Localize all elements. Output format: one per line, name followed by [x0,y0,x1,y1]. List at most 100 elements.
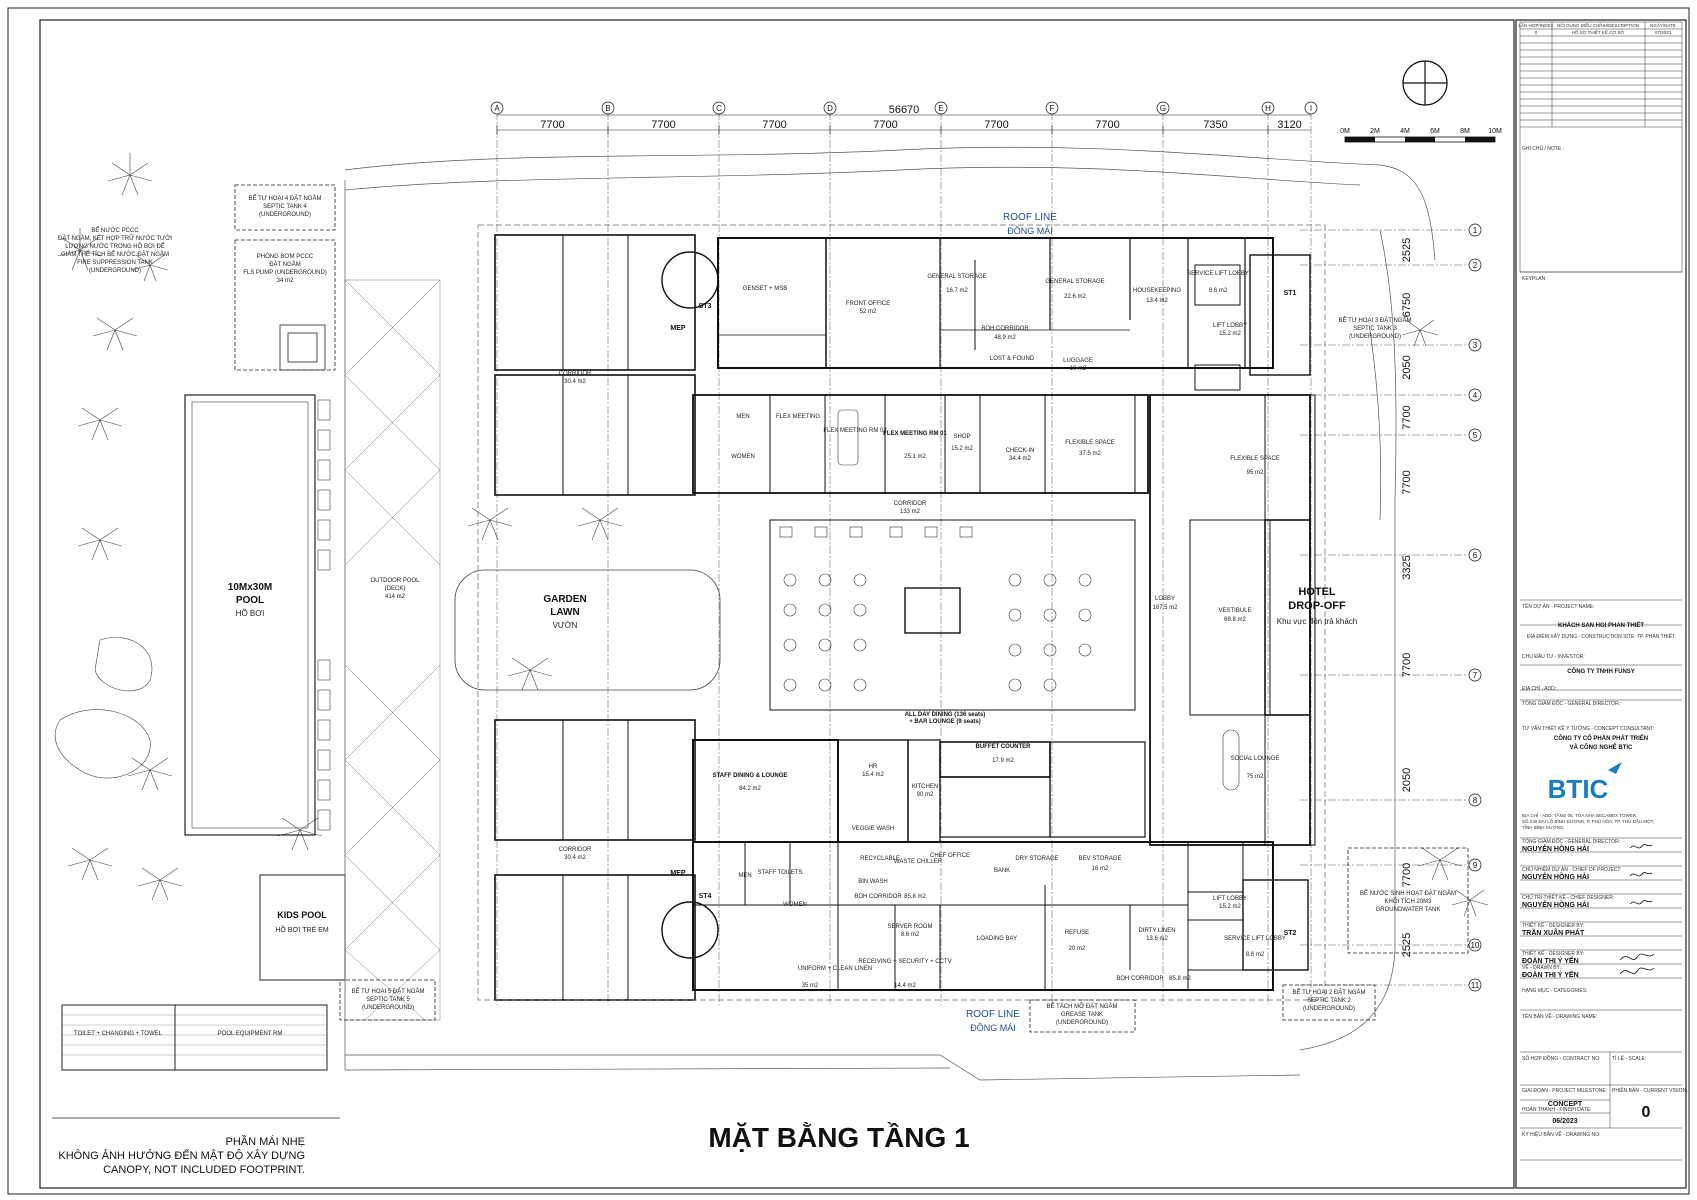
server-room: SERVER ROOM [888,924,933,930]
bay-dim-label: 7700 [651,119,675,131]
flexible-space: FLEXIBLE SPACE [1065,440,1115,446]
bay-dim-label: 7700 [984,119,1008,131]
service-lift-bottom-area: 8.6 m2 [1246,952,1265,958]
bay-dim-label: 3120 [1277,119,1301,131]
groundwater-line3: GROUNDWATER TANK [1376,907,1441,913]
scale-bar-label: 6M [1430,128,1440,135]
consultant-address-3: TỈNH BÌNH DƯƠNG [1522,824,1564,830]
gd-name: NGUYỄN HỒNG HẢI [1522,843,1589,853]
roof-line-bottom: ROOF LINE [966,1009,1020,1020]
grid-col-bubble [712,101,726,115]
septic4-line3: (UNDERGROUND) [259,212,311,218]
corridor-top: CORRIDOR [559,371,592,377]
bev-storage: BEV STORAGE [1079,856,1122,862]
septic3-line1: BỂ TỰ HOẠI 3 ĐẶT NGẦM [1339,317,1412,324]
st3: ST3 [699,303,712,310]
kids-pool-vi: HỒ BƠI TRẺ EM [275,924,328,934]
grid-col-label: E [938,104,943,113]
signatures [1619,844,1655,975]
septic4-line2: SEPTIC TANK 4 [263,204,307,210]
scale-label: TỈ LỆ - SCALE: [1612,1054,1646,1062]
hotel-dropoff-2: DROP-OFF [1288,600,1346,612]
service-lift-top: SERVICE LIFT LOBBY [1187,271,1249,277]
flexible-space-area: 37.5 m2 [1079,451,1101,457]
rev-row-2: 07/2023 [1655,30,1672,35]
investor-name: CÔNG TY TNHH FUNSY [1567,667,1635,675]
flex-2: FLEX MEETING RM 02 [823,428,887,434]
bay-dim-label: 7700 [540,119,564,131]
men-top: MEN [736,414,749,420]
drawn-name: ĐOÀN THỊ Ý YẾN [1522,969,1579,979]
bar-lounge: + BAR LOUNGE (9 seats) [909,719,981,725]
groundwater-line2: KHỐI TÍCH 20M3 [1385,898,1433,905]
grid-row-bubble [1468,258,1482,272]
uniform-linen: UNIFORM + CLEAN LINEN [798,966,872,972]
hr: HR [869,764,878,770]
kitchen-area: 90 m2 [917,792,934,798]
grid-col-label: C [716,104,722,113]
buffet: BUFFET COUNTER [976,744,1032,750]
note-label: GHI CHÚ / NOTE : [1522,145,1564,152]
chief-project-name: NGUYỄN HỒNG HẢI [1522,871,1589,881]
service-lift-top-area: 8.6 m2 [1209,288,1228,294]
pool-equipment: POOL EQUIPMENT RM [218,1031,283,1037]
refuse-area: 20 m2 [1069,946,1086,952]
drawing-no-label: KÝ HIỆU BẢN VẼ - DRAWING NO: [1522,1130,1600,1138]
fire-tank-line1: BỂ NƯỚC PCCC [91,227,139,234]
scale-bar-label: 10M [1488,128,1502,135]
flex-1: FLEX MEETING [776,414,820,420]
consultant-address-2: SỐ 230 ĐẠI LỘ BÌNH DƯƠNG, P. PHÚ HÒA, TP… [1522,818,1654,824]
pool-deck-hatch [344,279,441,1021]
consultant-name-1: CÔNG TY CỔ PHẦN PHÁT TRIỂN [1554,734,1648,742]
grid-col-bubble [601,101,615,115]
buffet-area: 17.9 m2 [992,758,1014,764]
garden-title-2: LAWN [550,607,579,618]
checkin: CHECK-IN [1005,448,1034,454]
dirty-linen-area: 13.6 m2 [1146,936,1168,942]
server-room-area: 8.6 m2 [901,932,920,938]
staff-dining: STAFF DINING & LOUNGE [713,773,788,779]
grid-row-label: 3 [1473,341,1478,350]
general-storage-1-area: 16.7 m2 [946,288,968,294]
flex-rm01-area: 25.1 m2 [904,454,926,460]
grid-col-bubble [1156,101,1170,115]
lift-lobby-top-area: 15.2 m2 [1219,331,1241,337]
staff-toilets: STAFF TOILETS [757,870,802,876]
building-plan [477,224,1326,1001]
luggage: LUGGAGE [1063,358,1093,364]
dry-storage: DRY STORAGE [1015,856,1058,862]
flexible-space-2: FLEXIBLE SPACE [1230,456,1280,462]
mep-top: MEP [670,325,686,332]
grid-row-label: 8 [1473,796,1478,805]
btic-logo: BTIC [1548,762,1622,804]
general-director-label: TỔNG GIÁM ĐỐC - GENERAL DIRECTOR: [1522,700,1620,707]
grid-row-bubble [1468,223,1482,237]
septic4-line1: BỂ TỰ HOẠI 4 ĐẶT NGẦM [249,195,322,202]
pool-title: 10Mx30M [228,582,272,593]
general-storage-1: GENERAL STORAGE [927,274,986,280]
outdoor-pool-line3: 414 m2 [385,594,406,600]
septic3-line3: (UNDERGROUND) [1349,334,1401,340]
right-dim-label: 2050 [1401,355,1413,379]
investor-label: CHỦ ĐẦU TƯ - INVESTOR: [1522,653,1585,660]
grid-row-bubble [1468,978,1482,992]
fire-tank-line4: GIẢM THỂ TÍCH BỂ NƯỚC ĐẶT NGẦM [61,251,169,258]
septic3-line2: SEPTIC TANK 3 [1353,326,1397,332]
roof-line-top-vi: ĐỒNG MÁI [1007,225,1053,236]
corridor-mid-area: 133 m2 [900,509,921,515]
uniform-linen-area: 35 m2 [802,983,819,989]
rev-header-2: NGÀY/DATE [1650,22,1676,28]
site-label: ĐỊA ĐIỂM XÂY DỰNG - CONSTRUCTION SITE: T… [1527,633,1675,640]
scale-bar-label: 2M [1370,128,1380,135]
keyplan-label: KEYPLAN [1522,276,1545,282]
grid-col-bubble [823,101,837,115]
version-value: 0 [1642,1104,1651,1121]
pump-line4: 34 m2 [277,278,294,284]
grid-row-bubble [1468,668,1482,682]
grid-col-bubble [1304,101,1318,115]
address-label: ĐỊA CHỈ - ADD: [1522,685,1556,692]
recyclable: RECYCLABLE [860,856,900,862]
vestibule: VESTIBULE [1218,608,1251,614]
bay-dim-label: 7700 [1095,119,1119,131]
gd-label: TỔNG GIÁM ĐỐC - GENERAL DIRECTOR: [1522,838,1620,845]
